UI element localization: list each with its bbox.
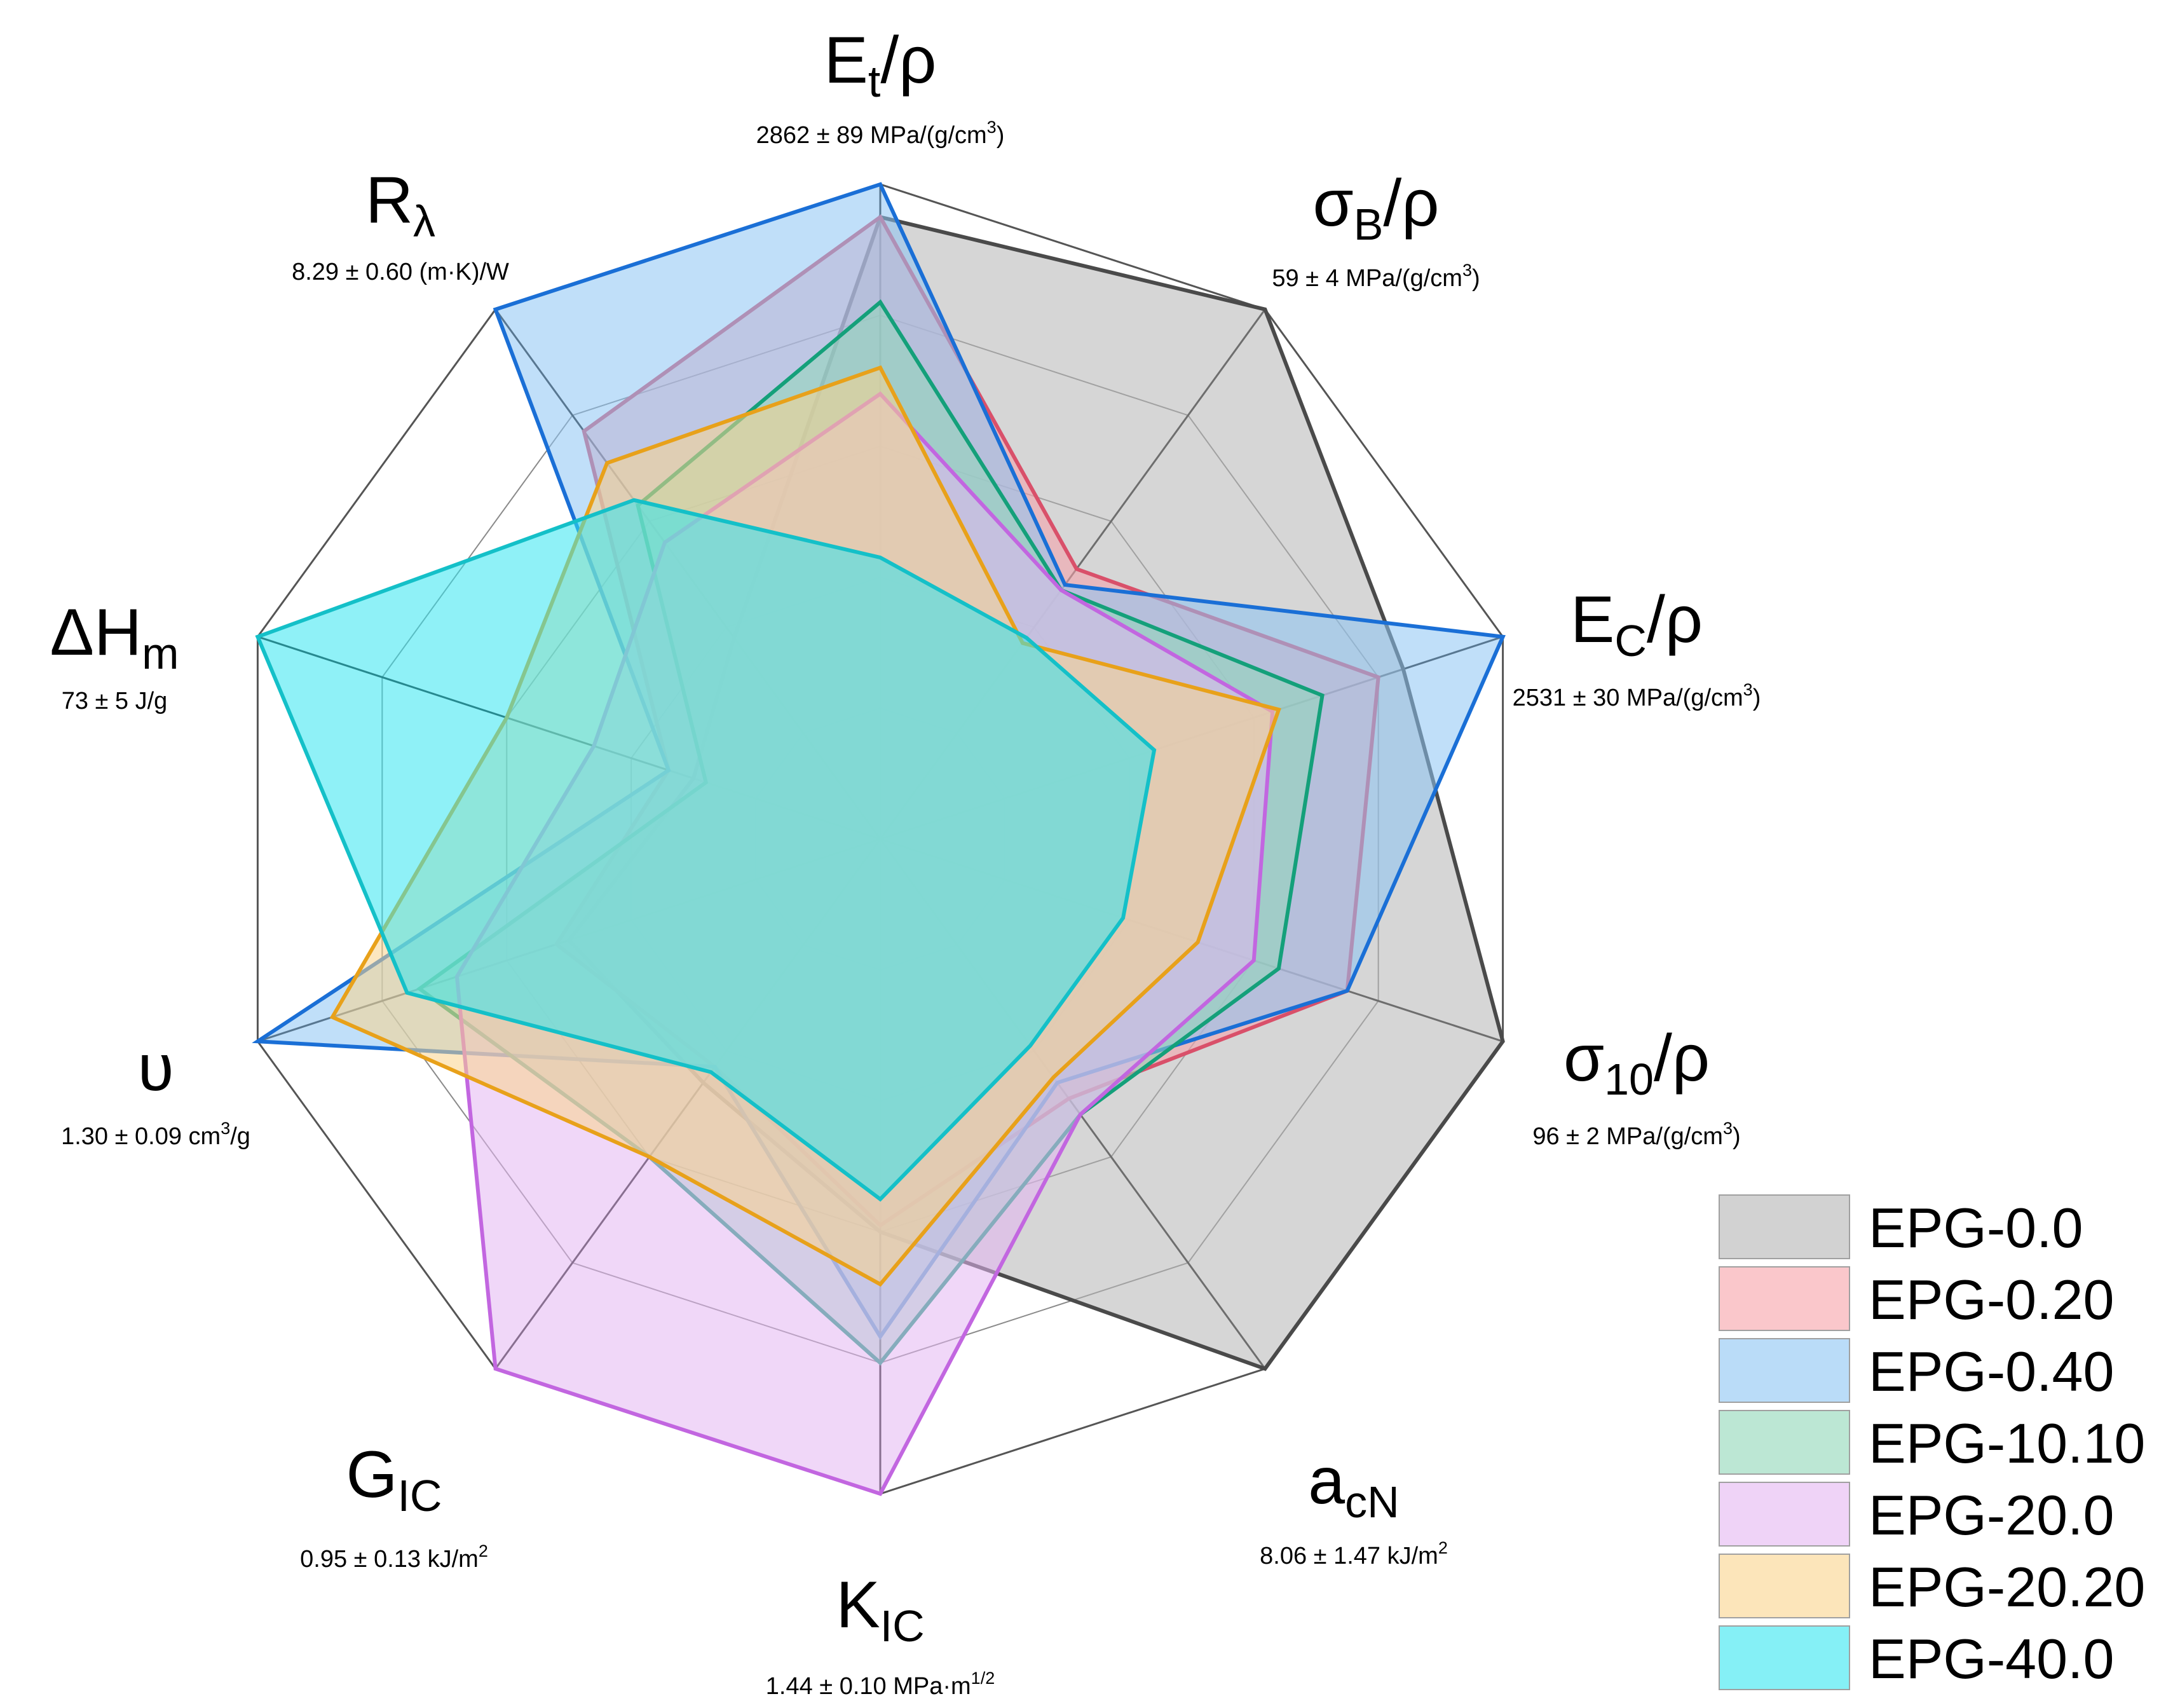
axis-title-kic: KIC xyxy=(836,1568,924,1651)
legend-label-epg-0-40: EPG-0.40 xyxy=(1869,1340,2114,1403)
legend-label-epg-0-20: EPG-0.20 xyxy=(1869,1268,2114,1331)
legend-swatch-epg-20-0 xyxy=(1719,1482,1850,1547)
axis-value-gic: 0.95 ± 0.13 kJ/m2 xyxy=(300,1541,488,1573)
axis-value-dhm: 73 ± 5 J/g xyxy=(62,688,168,714)
legend-swatch-epg-40-0 xyxy=(1719,1625,1850,1690)
legend: EPG-0.0EPG-0.20EPG-0.40EPG-10.10EPG-20.0… xyxy=(1719,1194,2145,1690)
axis-title-rl: Rλ xyxy=(365,163,435,246)
series-epg-40-0 xyxy=(255,498,1157,1202)
axis-title-ec: EC/ρ xyxy=(1570,583,1703,666)
legend-swatch-epg-0-0 xyxy=(1719,1194,1850,1259)
legend-swatch-epg-0-40 xyxy=(1719,1338,1850,1403)
legend-label-epg-20-0: EPG-20.0 xyxy=(1869,1484,2114,1547)
axis-value-kic: 1.44 ± 0.10 MPa·m1/2 xyxy=(766,1669,995,1700)
legend-swatch-epg-20-20 xyxy=(1719,1554,1850,1618)
axis-value-nu: 1.30 ± 0.09 cm3/g xyxy=(61,1119,250,1150)
legend-swatch-epg-10-10 xyxy=(1719,1410,1850,1475)
axis-value-ec: 2531 ± 30 MPa/(g/cm3) xyxy=(1513,680,1761,711)
axis-title-gic: GIC xyxy=(346,1438,442,1520)
legend-swatch-epg-0-20 xyxy=(1719,1266,1850,1331)
axis-title-s10: σ10/ρ xyxy=(1563,1021,1710,1104)
axis-title-nu: υ xyxy=(138,1031,174,1105)
legend-label-epg-20-20: EPG-20.20 xyxy=(1869,1555,2145,1618)
axis-value-acn: 8.06 ± 1.47 kJ/m2 xyxy=(1260,1538,1448,1569)
axis-title-acn: acN xyxy=(1308,1444,1399,1527)
axis-title-et: Et/ρ xyxy=(824,24,937,106)
axis-title-dhm: ΔHm xyxy=(50,596,179,678)
radar-series xyxy=(252,182,1506,1496)
legend-label-epg-40-0: EPG-40.0 xyxy=(1869,1627,2114,1690)
legend-label-epg-10-10: EPG-10.10 xyxy=(1869,1412,2145,1475)
axis-value-s10: 96 ± 2 MPa/(g/cm3) xyxy=(1532,1119,1740,1150)
axis-value-rl: 8.29 ± 0.60 (m·K)/W xyxy=(292,259,509,285)
axis-value-et: 2862 ± 89 MPa/(g/cm3) xyxy=(756,118,1005,149)
axis-labels: Et/ρ 2862 ± 89 MPa/(g/cm3) σB/ρ 59 ± 4 MPa/… xyxy=(50,24,1761,1700)
legend-label-epg-0-0: EPG-0.0 xyxy=(1869,1196,2083,1259)
axis-value-sb: 59 ± 4 MPa/(g/cm3) xyxy=(1272,261,1480,292)
axis-title-sb: σB/ρ xyxy=(1313,167,1440,249)
